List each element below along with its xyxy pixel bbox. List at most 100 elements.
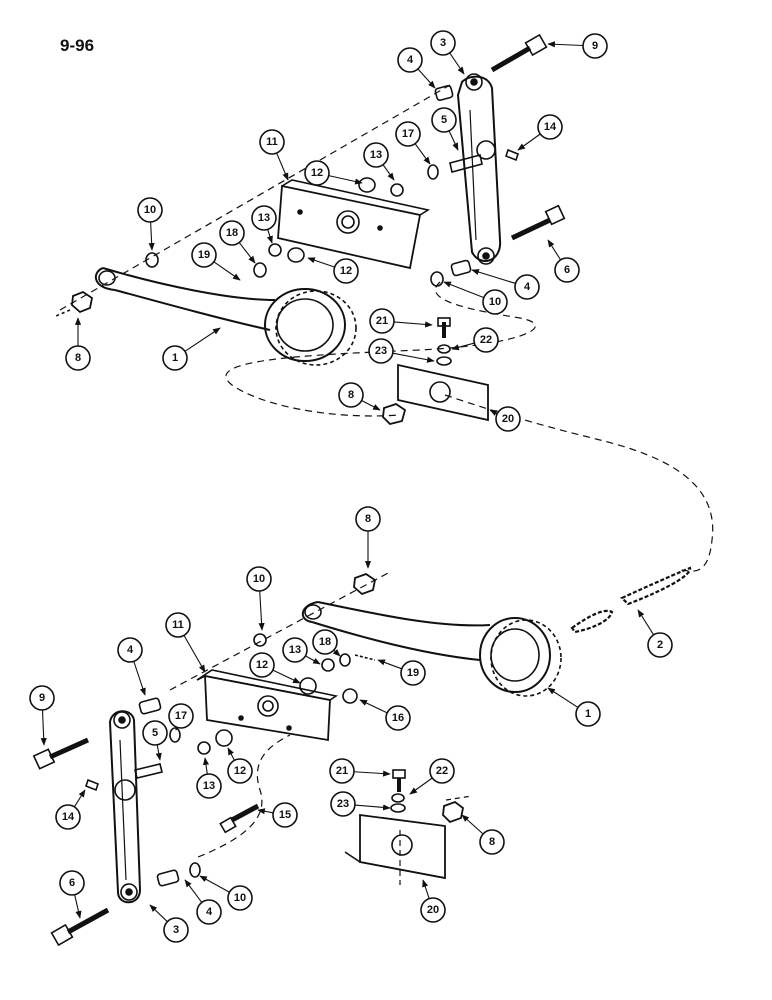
callout-number: 15 — [279, 809, 291, 821]
callout-leader — [489, 409, 498, 416]
callout-number: 1 — [585, 708, 591, 720]
callout-leader — [353, 770, 391, 777]
callout-number: 19 — [407, 667, 419, 679]
callout-bot-18: 18 — [312, 629, 341, 657]
callout-leader — [307, 257, 335, 268]
callout-top-10a: 10 — [137, 197, 163, 251]
callout-leader — [213, 261, 241, 281]
callout-top-1: 1 — [162, 327, 221, 371]
callout-balloon — [647, 632, 673, 658]
callout-balloon — [363, 142, 389, 168]
callout-leader — [74, 894, 82, 919]
callout-balloon — [259, 129, 285, 155]
callout-leader — [417, 68, 436, 89]
callout-leader — [183, 635, 206, 673]
callout-leader — [451, 342, 475, 351]
callout-top-14: 14 — [517, 114, 563, 151]
callout-balloon — [227, 885, 253, 911]
callout-balloon — [400, 660, 426, 686]
callout-number: 21 — [376, 315, 388, 327]
callout-number: 3 — [440, 37, 446, 49]
callout-leader — [184, 327, 221, 352]
callout-leader — [272, 669, 301, 684]
callout-bot-10b: 10 — [199, 875, 253, 911]
callout-leader — [258, 590, 265, 631]
callout-leader — [276, 152, 289, 181]
callout-number: 13 — [370, 149, 382, 161]
callout-number: 12 — [340, 265, 352, 277]
lift-arm-top — [94, 267, 357, 366]
callout-number: 4 — [524, 281, 531, 293]
callout-balloon — [385, 705, 411, 731]
callout-number: 6 — [564, 264, 570, 276]
callout-top-23: 23 — [368, 338, 435, 364]
callout-balloon — [429, 758, 455, 784]
callout-balloon — [554, 257, 580, 283]
callout-balloon — [55, 804, 81, 830]
callout-leader — [202, 757, 210, 775]
callout-number: 23 — [337, 798, 349, 810]
callout-number: 14 — [62, 811, 75, 823]
callout-number: 12 — [256, 659, 268, 671]
callout-balloon — [582, 33, 608, 59]
callout-bot-11: 11 — [165, 612, 206, 673]
callout-top-20: 20 — [489, 406, 521, 432]
bolt-bottom-6 — [50, 907, 110, 947]
callout-bot-22: 22 — [409, 758, 455, 795]
callout-leader — [443, 281, 485, 299]
top-assembly — [55, 33, 714, 572]
callout-bot-1: 1 — [547, 687, 601, 727]
callout-top-10b: 10 — [443, 281, 508, 315]
callout-top-21: 21 — [369, 308, 433, 334]
callout-number: 17 — [402, 128, 414, 140]
callout-number: 10 — [489, 296, 501, 308]
callout-number: 22 — [480, 334, 492, 346]
callout-balloon — [420, 897, 446, 923]
callout-balloon — [282, 637, 308, 663]
callout-bot-16: 16 — [359, 699, 411, 731]
bolt-top-6 — [510, 204, 566, 241]
pin-top-b — [450, 259, 472, 277]
callout-top-9: 9 — [547, 33, 608, 59]
callout-top-8a: 8 — [65, 317, 91, 371]
callout-leader — [133, 661, 146, 696]
callout-top-11: 11 — [259, 129, 289, 181]
callout-leader — [449, 52, 465, 75]
callout-balloon — [369, 308, 395, 334]
callout-number: 6 — [69, 877, 75, 889]
callout-top-3: 3 — [430, 30, 465, 75]
callout-leader — [471, 269, 516, 284]
callout-leader — [332, 649, 341, 657]
shaft-top — [449, 154, 483, 173]
callout-balloon — [165, 612, 191, 638]
callout-balloon — [395, 121, 421, 147]
callout-balloon — [537, 114, 563, 140]
callout-balloon — [65, 345, 91, 371]
callout-bot-8b: 8 — [461, 814, 505, 855]
callout-balloon — [246, 566, 272, 592]
callout-balloon — [142, 720, 168, 746]
callout-balloon — [163, 917, 189, 943]
callout-leader — [547, 687, 579, 708]
callout-number: 10 — [253, 573, 265, 585]
callout-bot-2: 2 — [637, 609, 673, 658]
callout-leader — [149, 904, 168, 923]
callout-balloon — [397, 47, 423, 73]
callout-bot-9: 9 — [29, 685, 55, 746]
callout-balloon — [430, 30, 456, 56]
callout-leader — [354, 804, 391, 811]
callout-leader — [392, 352, 435, 363]
callout-number: 12 — [311, 167, 323, 179]
callout-bot-3: 3 — [149, 904, 189, 943]
callout-balloon — [495, 406, 521, 432]
callout-balloon — [312, 629, 338, 655]
callout-top-18: 18 — [219, 220, 256, 264]
callout-top-12b: 12 — [307, 257, 359, 284]
callout-top-13b: 13 — [251, 205, 277, 244]
callout-number: 19 — [198, 249, 210, 261]
callout-balloon — [368, 338, 394, 364]
callout-number: 13 — [258, 212, 270, 224]
callout-number: 5 — [441, 114, 447, 126]
callout-balloon — [514, 274, 540, 300]
callout-balloon — [251, 205, 277, 231]
